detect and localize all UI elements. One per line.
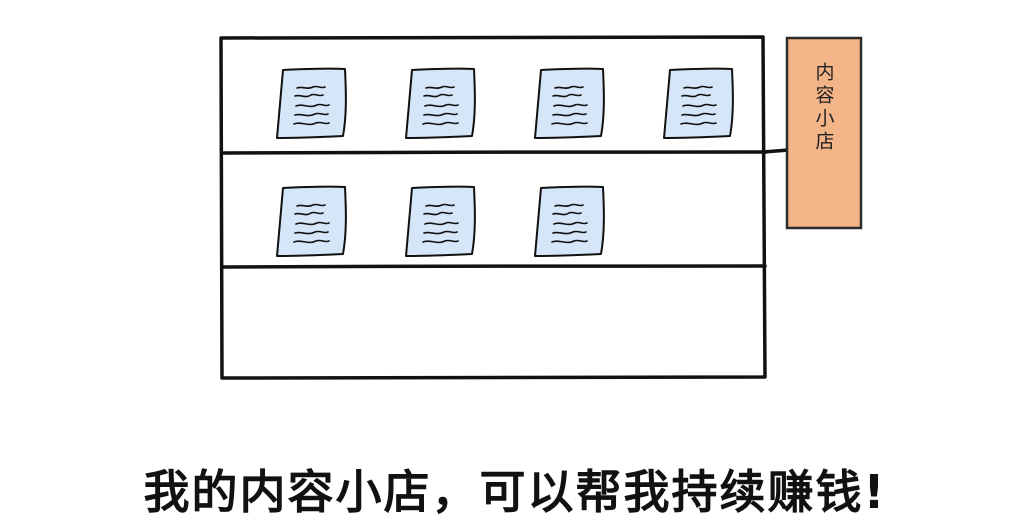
document-text-line: [423, 230, 458, 235]
document-text-line: [554, 85, 584, 89]
document-icon: [663, 67, 734, 139]
document-text-line: [425, 85, 455, 89]
document-paper: [276, 67, 347, 139]
document-text-line: [423, 112, 458, 117]
document-paper: [405, 185, 476, 257]
sign-connector: [763, 148, 789, 154]
document-paper: [534, 67, 605, 139]
document-text-line: [553, 103, 588, 108]
document-paper: [663, 67, 734, 139]
document-text-line: [295, 221, 330, 226]
document-text-line: [683, 85, 713, 89]
shelf-divider-2: [221, 264, 767, 269]
document-text-line: [294, 211, 324, 216]
document-text-line: [424, 221, 459, 226]
document-text-line: [294, 112, 329, 117]
document-text-line: [424, 103, 459, 108]
document-text-line: [294, 230, 329, 235]
shelf-outline: [219, 35, 767, 380]
document-icon: [534, 67, 605, 139]
document-text-line: [551, 239, 588, 244]
document-text-line: [554, 203, 584, 207]
shop-sign-label: 内容小店: [812, 62, 835, 154]
document-text-line: [552, 93, 582, 98]
document-text-line: [296, 203, 326, 207]
caption: 我的内容小店，可以帮我持续赚钱!: [143, 465, 887, 519]
document-icon: [276, 67, 347, 139]
document-icon: [405, 67, 476, 139]
document-text-line: [293, 239, 330, 244]
document-text-line: [682, 103, 717, 108]
document-text-line: [423, 93, 453, 98]
document-icon: [405, 185, 476, 257]
document-text-line: [425, 203, 455, 207]
shop-sign: 内容小店: [787, 38, 861, 228]
document-text-line: [422, 239, 459, 244]
document-text-line: [552, 230, 587, 235]
document-text-line: [293, 121, 330, 126]
document-icon: [534, 185, 605, 257]
shelf-divider-1: [222, 150, 768, 155]
shop-sign-board: [785, 36, 863, 230]
document-paper: [405, 67, 476, 139]
document-text-line: [295, 103, 330, 108]
document-icon: [276, 185, 347, 257]
document-text-line: [551, 121, 588, 126]
document-text-line: [553, 221, 588, 226]
document-paper: [276, 185, 347, 257]
shelf-row-1: [276, 67, 734, 139]
document-text-line: [680, 121, 717, 126]
document-text-line: [423, 211, 453, 216]
document-paper: [534, 185, 605, 257]
document-text-line: [552, 211, 582, 216]
shelf-row-2: [276, 185, 605, 257]
document-text-line: [681, 93, 711, 98]
shelf: [219, 35, 789, 380]
document-text-line: [296, 85, 326, 89]
document-text-line: [422, 121, 459, 126]
document-text-line: [552, 112, 587, 117]
document-text-line: [681, 112, 716, 117]
document-text-line: [294, 93, 324, 98]
